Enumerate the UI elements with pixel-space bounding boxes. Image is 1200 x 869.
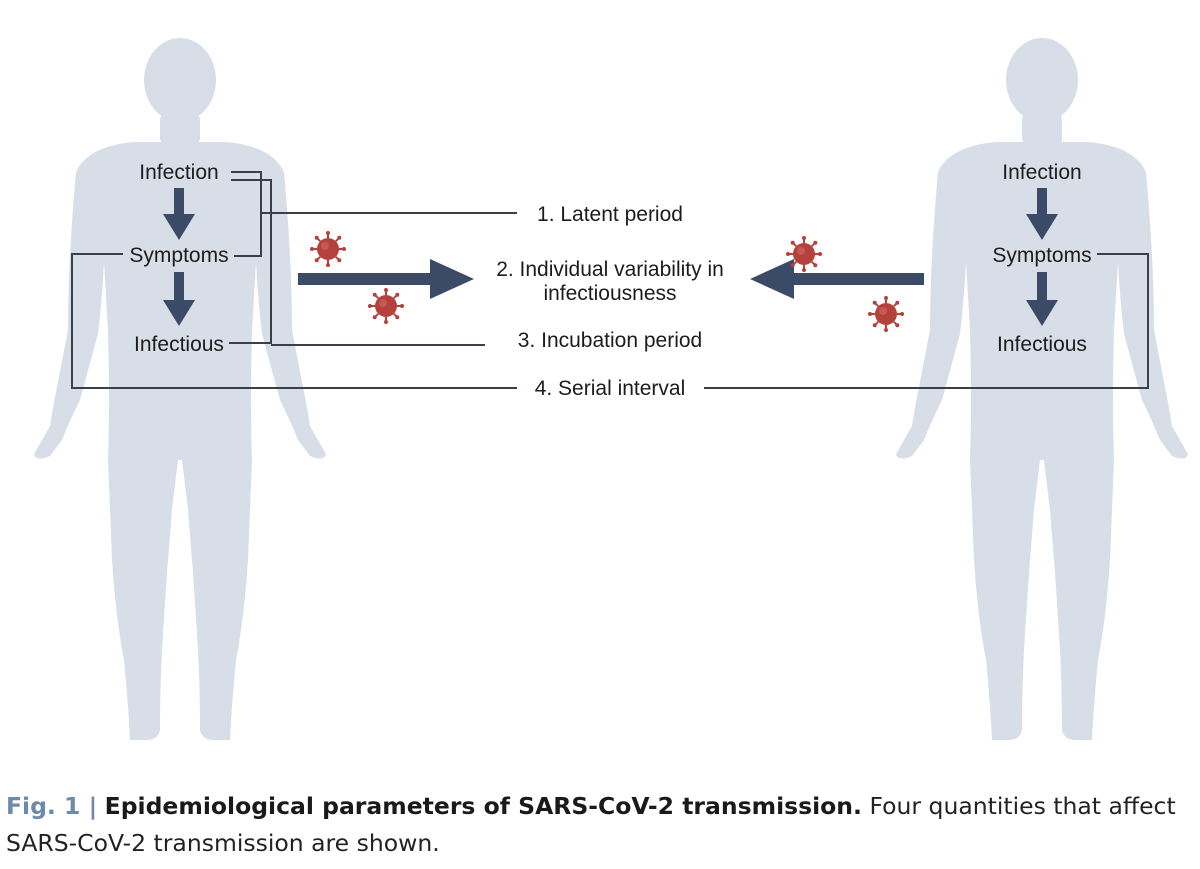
down-arrow-icon xyxy=(1026,188,1058,240)
transmission-diagram: Infection Symptoms Infectious Infection … xyxy=(34,38,1188,740)
down-arrow-icon xyxy=(163,188,195,240)
incubation-period-label: 3. Incubation period xyxy=(518,329,702,352)
left-transmission-arrow-icon xyxy=(298,259,474,299)
latent-period-label: 1. Latent period xyxy=(537,203,683,226)
right-symptoms-label: Symptoms xyxy=(992,244,1091,267)
variability-label-line1: 2. Individual variability in xyxy=(496,258,724,281)
parameter-connectors xyxy=(71,171,1149,389)
virus-particle-icon xyxy=(867,295,905,333)
down-arrow-icon xyxy=(1026,272,1058,326)
figure-title: Epidemiological parameters of SARS-CoV-2… xyxy=(104,792,862,820)
figure-caption-text: Four quantities that affect SARS-CoV-2 t… xyxy=(6,792,1176,857)
down-arrow-icon xyxy=(163,272,195,326)
right-infectious-label: Infectious xyxy=(997,333,1087,356)
figure-number: Fig. 1 | xyxy=(6,792,98,820)
right-stage-arrows xyxy=(1026,188,1058,326)
serial-interval-right-bracket xyxy=(704,253,1149,389)
serial-interval-left-bracket xyxy=(71,253,517,389)
virus-particle-icon xyxy=(309,230,347,268)
figure-caption: Fig. 1 | Epidemiological parameters of S… xyxy=(6,788,1186,862)
left-infectious-label: Infectious xyxy=(134,333,224,356)
serial-interval-label: 4. Serial interval xyxy=(535,377,686,400)
incubation-period-bracket xyxy=(229,179,272,344)
variability-label-line2: infectiousness xyxy=(543,282,676,305)
left-infection-label: Infection xyxy=(139,161,218,184)
right-transmission-arrow-icon xyxy=(750,259,924,299)
right-infection-label: Infection xyxy=(1002,161,1081,184)
left-symptoms-label: Symptoms xyxy=(129,244,228,267)
left-stage-arrows xyxy=(163,188,195,326)
virus-particle-icon xyxy=(785,235,823,273)
virus-particle-icon xyxy=(367,287,405,325)
